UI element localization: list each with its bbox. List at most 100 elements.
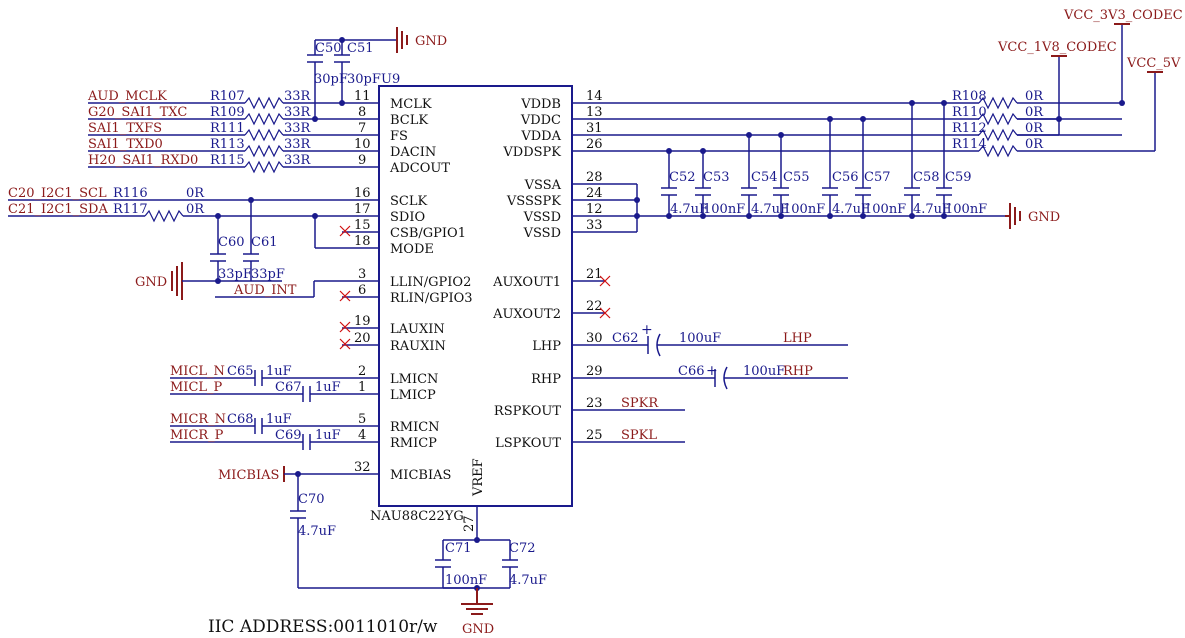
svg-text:C57: C57 — [864, 170, 891, 185]
svg-text:R115: R115 — [210, 153, 245, 168]
svg-text:GND: GND — [135, 275, 167, 290]
svg-text:28: 28 — [586, 170, 603, 185]
svg-text:32: 32 — [354, 460, 371, 475]
svg-text:33pF: 33pF — [218, 267, 252, 282]
left-pin-wires — [342, 102, 379, 475]
svg-text:AUXOUT2: AUXOUT2 — [492, 307, 561, 322]
supply-resistors: R108 R110 R112 R114 0R 0R 0R 0R — [952, 89, 1044, 158]
mic-input-wires — [170, 370, 342, 450]
svg-text:1uF: 1uF — [266, 364, 292, 379]
svg-text:BCLK: BCLK — [390, 113, 428, 128]
svg-text:0R: 0R — [186, 186, 205, 201]
svg-text:29: 29 — [586, 364, 603, 379]
svg-text:MODE: MODE — [390, 242, 434, 257]
svg-text:30pF: 30pF — [347, 72, 381, 87]
svg-text:0R: 0R — [1025, 137, 1044, 152]
codec-chip-body — [378, 85, 573, 507]
net-rhp: RHP — [783, 364, 813, 379]
svg-text:R117: R117 — [113, 202, 148, 217]
svg-text:0R: 0R — [1025, 89, 1044, 104]
svg-text:4.7uF: 4.7uF — [751, 202, 789, 217]
svg-text:C67: C67 — [275, 380, 302, 395]
svg-text:7: 7 — [358, 121, 366, 136]
svg-text:8: 8 — [358, 105, 366, 120]
svg-text:RAUXIN: RAUXIN — [390, 339, 446, 354]
svg-text:SDIO: SDIO — [390, 210, 425, 225]
svg-text:AUXOUT1: AUXOUT1 — [492, 275, 561, 290]
svg-text:C56: C56 — [832, 170, 859, 185]
svg-text:C59: C59 — [945, 170, 972, 185]
svg-text:12: 12 — [586, 202, 603, 217]
supply-rails: VCC_3V3_CODEC VCC_1V8_CODEC VCC_5V — [978, 8, 1183, 151]
net-micl-n: MICL_N — [170, 364, 225, 379]
no-connect-marks — [339, 225, 611, 350]
svg-text:100nF: 100nF — [445, 573, 487, 588]
svg-text:CSB/GPIO1: CSB/GPIO1 — [390, 226, 466, 241]
svg-text:31: 31 — [586, 121, 603, 136]
svg-text:RHP: RHP — [531, 372, 561, 387]
svg-text:C69: C69 — [275, 428, 302, 443]
svg-text:100uF: 100uF — [743, 364, 785, 379]
svg-text:VDDB: VDDB — [520, 97, 561, 112]
svg-text:33R: 33R — [284, 105, 312, 120]
svg-text:C54: C54 — [751, 170, 778, 185]
svg-text:GND: GND — [1028, 210, 1060, 225]
iic-address-note: IIC ADDRESS:0011010r/w — [208, 617, 438, 637]
svg-text:11: 11 — [354, 89, 371, 104]
net-sai1-txc: G20_SAI1_TXC — [88, 105, 187, 120]
svg-text:+: + — [641, 322, 653, 338]
svg-text:ADCOUT: ADCOUT — [389, 161, 450, 176]
chip-ref: U9 — [381, 72, 400, 87]
svg-text:4: 4 — [358, 428, 366, 443]
svg-text:R113: R113 — [210, 137, 245, 152]
svg-text:2: 2 — [358, 364, 366, 379]
svg-text:+: + — [706, 363, 718, 379]
svg-text:R109: R109 — [210, 105, 245, 120]
svg-text:4.7uF: 4.7uF — [670, 202, 708, 217]
svg-text:RLIN/GPIO3: RLIN/GPIO3 — [390, 291, 473, 306]
svg-text:MICBIAS: MICBIAS — [390, 468, 451, 483]
net-micl-p: MICL_P — [170, 380, 223, 395]
vref-label: VREF — [471, 458, 486, 497]
svg-text:C50: C50 — [315, 41, 342, 56]
net-spkl: SPKL — [621, 428, 657, 443]
svg-text:33R: 33R — [284, 153, 312, 168]
right-pin-numbers: 14 13 31 26 28 24 12 33 21 22 30 29 23 2… — [586, 89, 603, 443]
svg-text:LLIN/GPIO2: LLIN/GPIO2 — [390, 275, 471, 290]
net-i2c-scl: C20_I2C1_SCL — [8, 186, 107, 201]
svg-text:VSSA: VSSA — [524, 178, 562, 193]
vref-caps: 27 GND C71 C72 100nF 4.7uF — [435, 506, 547, 637]
svg-text:GND: GND — [462, 622, 494, 637]
svg-text:C51: C51 — [347, 41, 374, 56]
svg-text:R112: R112 — [952, 121, 987, 136]
gnd-symbol-right: GND — [1005, 203, 1060, 229]
svg-text:9: 9 — [358, 153, 366, 168]
net-vcc-5v: VCC_5V — [1126, 56, 1181, 71]
svg-text:1uF: 1uF — [315, 428, 341, 443]
svg-text:3: 3 — [358, 267, 366, 282]
svg-text:LHP: LHP — [532, 339, 561, 354]
svg-text:C68: C68 — [227, 412, 254, 427]
svg-text:R108: R108 — [952, 89, 987, 104]
svg-text:C70: C70 — [298, 492, 325, 507]
svg-text:22: 22 — [586, 299, 603, 314]
aud-int-net: AUD_INT — [215, 280, 342, 298]
svg-text:R107: R107 — [210, 89, 245, 104]
svg-text:33: 33 — [586, 218, 603, 233]
svg-text:MCLK: MCLK — [390, 97, 432, 112]
svg-text:100nF: 100nF — [864, 202, 906, 217]
svg-text:30: 30 — [586, 331, 603, 346]
net-spkr: SPKR — [621, 396, 659, 411]
svg-text:VSSD: VSSD — [523, 226, 561, 241]
svg-text:0R: 0R — [1025, 105, 1044, 120]
gnd-symbol-top: GND — [396, 27, 447, 53]
svg-text:33R: 33R — [284, 137, 312, 152]
svg-text:25: 25 — [586, 428, 603, 443]
net-aud-mclk: AUD_MCLK — [87, 89, 167, 104]
svg-text:LMICN: LMICN — [390, 372, 438, 387]
svg-text:R111: R111 — [210, 121, 245, 136]
svg-text:100nF: 100nF — [945, 202, 987, 217]
svg-text:C61: C61 — [251, 235, 278, 250]
svg-text:19: 19 — [354, 314, 371, 329]
svg-text:C53: C53 — [703, 170, 730, 185]
